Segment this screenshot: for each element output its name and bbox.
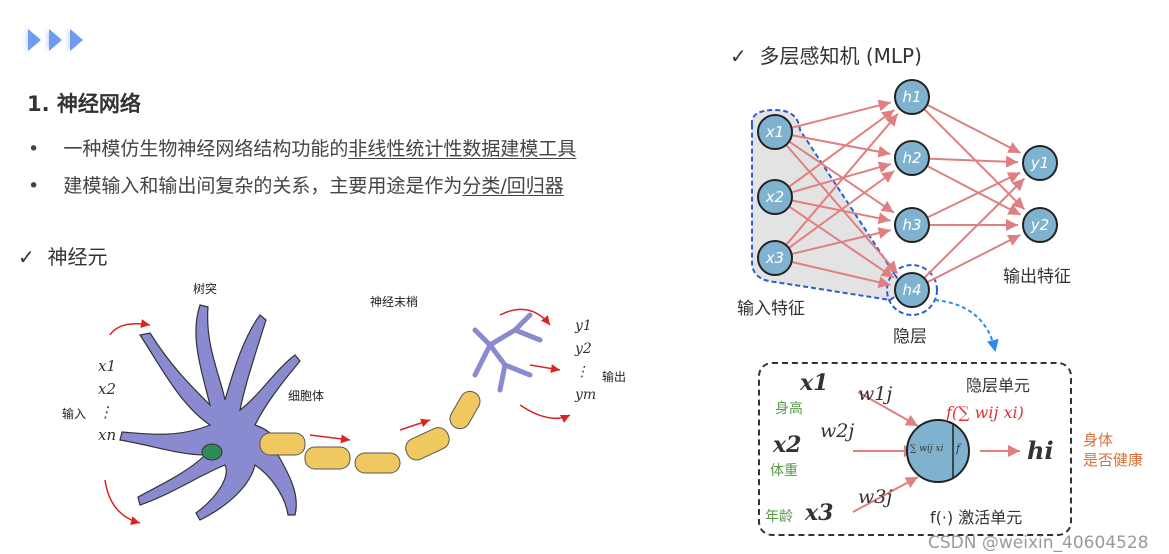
hidden-node-h4: [894, 272, 930, 308]
input-node-x2-label: x2: [765, 188, 784, 206]
cell-body-shape: [119, 304, 301, 521]
bullet-2: • 建模输入和输出间复杂的关系，主要用途是作为分类/回归器: [28, 175, 564, 197]
output-node-y1-label: y1: [1030, 154, 1049, 172]
mlp-edge: [788, 170, 895, 249]
zoom-arrow: [934, 299, 999, 352]
mlp-edge: [924, 177, 1026, 279]
hidden-h4-highlight: [886, 264, 938, 316]
mlp-edge: [927, 104, 1021, 154]
mlp-edge: [927, 234, 1021, 283]
weight-w3j: w3j: [858, 486, 893, 508]
bullet-underlined: 非线性统计性数据建模工具: [348, 138, 577, 160]
bullet-underlined: 分类/回归器: [462, 175, 564, 197]
neuron-inputs: x1 x2 ⋮ xn: [98, 355, 116, 447]
output-features-label: 输出特征: [1003, 267, 1071, 287]
bullet-1: • 一种模仿生物神经网络结构功能的非线性统计性数据建模工具: [28, 138, 577, 160]
mlp-edge: [927, 165, 1021, 216]
neuron-heading: ✓ 神经元: [18, 241, 107, 270]
hidden-node-h2-label: h2: [902, 149, 921, 167]
decorative-arrows-icon: [28, 29, 91, 55]
hidden-node-h2: [894, 140, 930, 176]
output-meaning: 身体是否健康: [1083, 430, 1143, 470]
input-x1: x1: [98, 357, 117, 375]
output-formula: f(∑ wij xi): [946, 403, 1024, 422]
feature-weight: 体重: [770, 463, 798, 479]
mlp-edge: [792, 261, 891, 289]
mlp-title: 多层感知机 (MLP): [759, 44, 922, 68]
check-icon: ✓: [18, 245, 35, 269]
cell-body-label: 细胞体: [288, 389, 325, 403]
neuron-diagram: [104, 304, 571, 526]
output-y2: y2: [575, 341, 592, 357]
output-node-y2-label: y2: [1030, 216, 1049, 234]
neuron-title: 神经元: [47, 245, 108, 269]
output-dots: ⋮: [575, 364, 589, 380]
activation-label: f(·) 激活单元: [930, 508, 1023, 527]
axon-terminal-shape: [472, 312, 543, 393]
input-node-x3: [757, 240, 793, 276]
mlp-edge: [929, 155, 1019, 168]
mlp-edge: [785, 113, 899, 245]
mlp-edge: [792, 99, 891, 129]
input-label: 输入: [62, 407, 87, 421]
node-sum: ∑ wij xi: [910, 444, 944, 454]
hidden-node-h1: [894, 79, 930, 115]
output-y1: y1: [575, 318, 592, 334]
section-title: 1. 神经网络: [27, 92, 141, 116]
neuron-outputs: y1 y2 ⋮ ym: [575, 315, 596, 407]
mlp-edge: [792, 227, 891, 255]
mlp-heading: ✓ 多层感知机 (MLP): [730, 40, 922, 69]
input-node-x3-label: x3: [765, 249, 784, 267]
feature-age: 年龄: [765, 509, 793, 525]
output-label: 输出: [602, 370, 627, 384]
unit-x3: x3: [805, 500, 834, 526]
mlp-edge: [792, 134, 891, 158]
unit-x2: x2: [773, 432, 802, 458]
bullet-text: 一种模仿生物神经网络结构功能的: [63, 138, 349, 160]
mlp-edge: [788, 109, 895, 188]
dendrite-label: 树突: [193, 282, 218, 296]
input-dots: ⋮: [98, 403, 113, 421]
output-meaning-2: 是否健康: [1083, 451, 1144, 469]
output-ym: ym: [575, 387, 597, 403]
axon-myelin: [259, 390, 481, 474]
input-node-x1: [757, 114, 793, 150]
input-node-x2: [757, 179, 793, 215]
node-f: f: [956, 442, 961, 455]
hidden-node-h4-label: h4: [902, 281, 921, 299]
bullet-text: 建模输入和输出间复杂的关系，主要用途是作为: [63, 175, 463, 197]
output-node-y1: [1022, 145, 1058, 181]
input-node-x1-label: x1: [765, 123, 784, 141]
check-icon: ✓: [730, 44, 747, 68]
mlp-edge: [792, 161, 892, 194]
hidden-node-h3: [894, 207, 930, 243]
feature-height: 身高: [775, 401, 803, 417]
nucleus: [201, 443, 223, 461]
unit-hi: hi: [1027, 436, 1054, 465]
hidden-node-h1-label: h1: [902, 88, 921, 106]
watermark: CSDN @weixin_40604528: [928, 533, 1149, 553]
hidden-node-h3-label: h3: [902, 216, 921, 234]
output-meaning-1: 身体: [1083, 431, 1114, 449]
hidden-layer-label: 隐层: [893, 327, 927, 347]
output-node-y2: [1022, 207, 1058, 243]
input-features-label: 输入特征: [737, 299, 805, 319]
hidden-unit-box: [758, 362, 1072, 536]
unit-arrows: [852, 391, 1020, 513]
weight-w2j: w2j: [820, 420, 855, 442]
input-x2: x2: [98, 380, 117, 398]
mlp-edge: [927, 171, 1021, 219]
hidden-unit-title: 隐层单元: [966, 376, 1031, 395]
weight-w1j: w1j: [858, 383, 893, 405]
axon-terminal-label: 神经末梢: [370, 295, 419, 309]
unit-x1: x1: [800, 370, 829, 396]
input-xn: xn: [98, 426, 117, 444]
